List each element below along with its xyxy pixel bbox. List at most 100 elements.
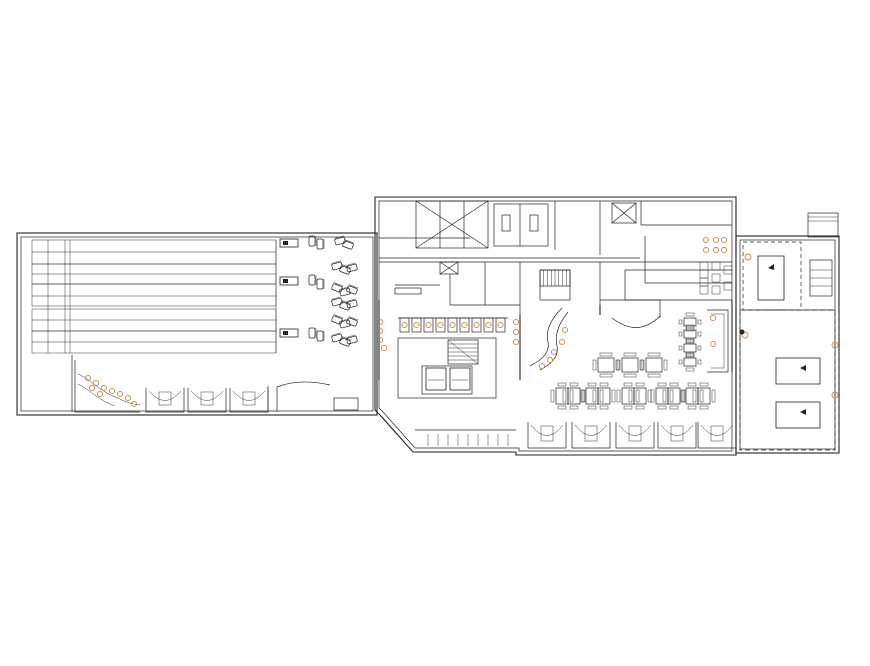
chair-seat: [308, 274, 316, 286]
chair: [346, 262, 358, 273]
plant: [709, 340, 717, 348]
chair-seat: [346, 335, 358, 345]
chair: [339, 286, 351, 297]
chair-back: [334, 235, 344, 239]
chair: [669, 382, 679, 387]
table-set: [680, 382, 704, 410]
chair: [623, 405, 633, 410]
plant: [88, 384, 96, 392]
chair-back: [331, 332, 341, 336]
chair-seat: [316, 278, 324, 290]
chair-seat: [339, 287, 351, 297]
chair: [681, 389, 686, 403]
service-fixture: [711, 261, 721, 271]
table-set: [592, 382, 616, 410]
chair: [639, 359, 644, 371]
chair: [557, 405, 567, 410]
elevator-core: [397, 337, 497, 399]
chair: [592, 359, 597, 371]
plant: [96, 390, 104, 398]
plant: [108, 387, 116, 395]
door-swings: [600, 299, 661, 328]
central-walls: [378, 300, 733, 380]
chair: [657, 382, 667, 387]
chair: [623, 352, 637, 357]
chair: [647, 373, 661, 378]
booth-seat: [618, 424, 652, 436]
stool-bay: [471, 317, 482, 333]
table-set: [678, 324, 702, 344]
chair: [663, 359, 668, 371]
chair: [331, 282, 344, 293]
plant: [558, 338, 566, 346]
booth: [229, 388, 269, 413]
table-set: [662, 382, 686, 410]
right-wing-plants: [739, 253, 839, 399]
chair-seat: [346, 285, 358, 295]
table: [567, 387, 581, 405]
booth-seat: [660, 424, 694, 436]
stool-bay: [399, 317, 410, 333]
chair: [587, 382, 597, 387]
chair-seat: [342, 240, 354, 250]
booth: [527, 422, 567, 449]
booth: [571, 422, 611, 449]
chair: [685, 338, 695, 343]
chair-seat: [339, 337, 351, 347]
chair: [640, 359, 645, 371]
booth-frame: [527, 422, 567, 449]
chair: [635, 389, 640, 403]
plant: [709, 314, 717, 322]
stair-arrow: [447, 339, 479, 365]
chair: [592, 389, 597, 403]
entry-strip: [415, 429, 516, 446]
chair-seat: [346, 299, 358, 309]
table: [597, 387, 611, 405]
service-rooms: [379, 200, 732, 320]
stool-bay: [447, 317, 458, 333]
table: [683, 329, 697, 339]
plant: [380, 344, 388, 352]
chair: [616, 389, 621, 403]
chair-back: [348, 316, 359, 321]
chair-seat: [339, 319, 351, 329]
chair-back: [346, 334, 356, 338]
chair: [569, 382, 579, 387]
chair-seat: [331, 315, 343, 325]
booth: [657, 422, 697, 449]
staircase-upper: [539, 269, 571, 287]
chair-seat: [339, 265, 351, 275]
chair-seat: [346, 317, 358, 327]
table-set: [640, 352, 668, 378]
plant: [720, 236, 728, 244]
chair: [587, 405, 597, 410]
table: [683, 317, 697, 327]
chair: [697, 319, 702, 325]
chair: [678, 359, 683, 365]
booth-frame: [145, 388, 185, 413]
plant: [376, 327, 384, 335]
chair: [711, 389, 716, 403]
booth-table: [670, 425, 684, 442]
chair-back: [339, 318, 349, 322]
plant: [512, 328, 520, 336]
chair: [569, 389, 574, 403]
plant: [702, 236, 710, 244]
table: [633, 387, 647, 405]
chair: [308, 274, 317, 286]
chair: [685, 327, 695, 332]
table-set: [628, 382, 652, 410]
table: [667, 387, 681, 405]
chair-seat: [346, 263, 358, 273]
table-set: [592, 352, 620, 378]
dining-area: [550, 352, 716, 410]
chair: [697, 331, 702, 337]
chair-back: [333, 314, 344, 319]
chair-back: [331, 260, 341, 264]
booth-frame: [615, 422, 655, 449]
chair-seat: [339, 301, 351, 311]
table-set: [678, 338, 702, 358]
chair-seat: [308, 327, 316, 339]
booth-seat: [232, 390, 266, 401]
chair: [635, 382, 645, 387]
